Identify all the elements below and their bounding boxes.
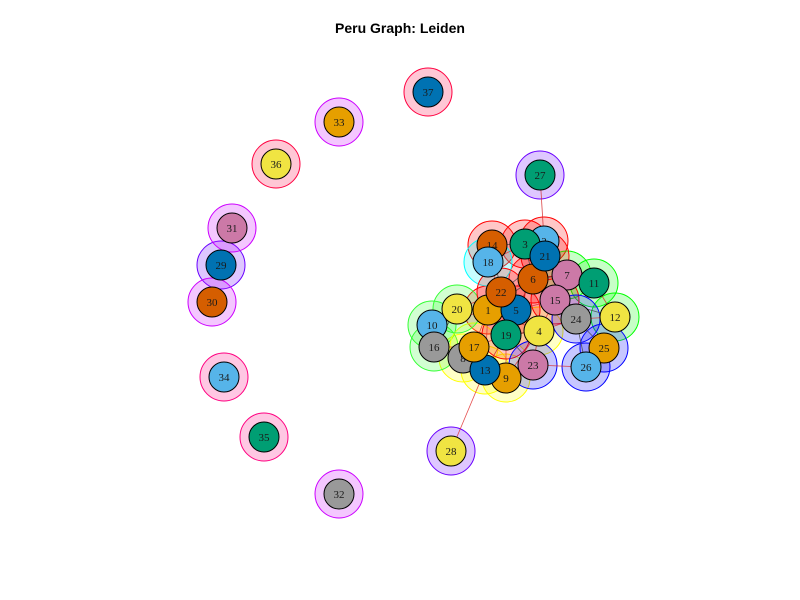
node-label-9: 9 xyxy=(503,373,509,385)
node-label-31: 31 xyxy=(227,223,238,235)
node-32[interactable]: 32 xyxy=(323,478,355,510)
node-label-23: 23 xyxy=(528,360,540,372)
node-label-4: 4 xyxy=(536,326,542,338)
node-label-34: 34 xyxy=(219,372,231,384)
node-label-7: 7 xyxy=(564,270,570,282)
node-circle-17 xyxy=(458,331,490,363)
node-25[interactable]: 25 xyxy=(588,332,620,364)
node-6[interactable]: 6 xyxy=(517,263,549,295)
node-label-3: 3 xyxy=(522,239,528,251)
node-label-1: 1 xyxy=(485,305,491,317)
node-33[interactable]: 33 xyxy=(323,106,355,138)
node-circle-15 xyxy=(539,284,571,316)
node-circle-36 xyxy=(260,148,292,180)
node-label-5: 5 xyxy=(513,305,519,317)
node-23[interactable]: 23 xyxy=(517,349,549,381)
node-label-28: 28 xyxy=(446,446,458,458)
node-26[interactable]: 26 xyxy=(570,351,602,383)
node-circle-27 xyxy=(524,159,556,191)
node-label-20: 20 xyxy=(452,304,464,316)
node-36[interactable]: 36 xyxy=(260,148,292,180)
node-circle-16 xyxy=(418,331,450,363)
node-circle-25 xyxy=(588,332,620,364)
node-label-16: 16 xyxy=(429,342,441,354)
community-halos xyxy=(187,67,640,519)
node-label-35: 35 xyxy=(259,432,271,444)
node-circle-31 xyxy=(216,212,248,244)
node-label-25: 25 xyxy=(599,343,611,355)
node-34[interactable]: 34 xyxy=(208,361,240,393)
node-circle-19 xyxy=(490,319,522,351)
node-circle-4 xyxy=(523,315,555,347)
node-circle-30 xyxy=(196,286,228,318)
node-label-26: 26 xyxy=(581,362,593,374)
node-31[interactable]: 31 xyxy=(216,212,248,244)
node-11[interactable]: 11 xyxy=(578,267,610,299)
node-label-21: 21 xyxy=(540,251,551,263)
node-circle-37 xyxy=(412,76,444,108)
node-label-30: 30 xyxy=(207,297,219,309)
node-circle-28 xyxy=(435,435,467,467)
node-35[interactable]: 35 xyxy=(248,421,280,453)
node-label-15: 15 xyxy=(550,295,562,307)
node-label-14: 14 xyxy=(487,240,499,252)
node-28[interactable]: 28 xyxy=(435,435,467,467)
graph-title: Peru Graph: Leiden xyxy=(335,20,465,36)
node-circle-11 xyxy=(578,267,610,299)
node-17[interactable]: 17 xyxy=(458,331,490,363)
node-label-37: 37 xyxy=(423,87,435,99)
node-label-33: 33 xyxy=(334,117,346,129)
node-circle-20 xyxy=(441,293,473,325)
node-22[interactable]: 22 xyxy=(485,276,517,308)
node-label-36: 36 xyxy=(271,159,283,171)
node-label-24: 24 xyxy=(571,314,583,326)
node-37[interactable]: 37 xyxy=(412,76,444,108)
node-circle-18 xyxy=(472,246,504,278)
node-label-8: 8 xyxy=(460,353,466,365)
node-label-13: 13 xyxy=(480,365,492,377)
node-label-19: 19 xyxy=(501,330,513,342)
node-16[interactable]: 16 xyxy=(418,331,450,363)
node-circle-33 xyxy=(323,106,355,138)
node-circle-34 xyxy=(208,361,240,393)
node-label-18: 18 xyxy=(483,257,495,269)
node-label-32: 32 xyxy=(334,489,345,501)
node-21[interactable]: 21 xyxy=(529,240,561,272)
node-4[interactable]: 4 xyxy=(523,315,555,347)
node-label-22: 22 xyxy=(496,287,507,299)
node-label-29: 29 xyxy=(216,260,228,272)
node-19[interactable]: 19 xyxy=(490,319,522,351)
node-label-11: 11 xyxy=(589,278,600,290)
graph-nodes: 1234567891011121314151617181920212223242… xyxy=(196,76,631,510)
node-20[interactable]: 20 xyxy=(441,293,473,325)
node-circle-21 xyxy=(529,240,561,272)
node-circle-32 xyxy=(323,478,355,510)
node-18[interactable]: 18 xyxy=(472,246,504,278)
node-circle-29 xyxy=(205,249,237,281)
node-circle-23 xyxy=(517,349,549,381)
node-30[interactable]: 30 xyxy=(196,286,228,318)
node-label-27: 27 xyxy=(535,170,547,182)
node-29[interactable]: 29 xyxy=(205,249,237,281)
node-15[interactable]: 15 xyxy=(539,284,571,316)
node-label-17: 17 xyxy=(469,342,481,354)
node-label-10: 10 xyxy=(427,320,439,332)
node-24[interactable]: 24 xyxy=(560,303,592,335)
node-circle-24 xyxy=(560,303,592,335)
node-circle-12 xyxy=(599,301,631,333)
node-27[interactable]: 27 xyxy=(524,159,556,191)
node-label-12: 12 xyxy=(610,312,621,324)
node-circle-35 xyxy=(248,421,280,453)
node-label-6: 6 xyxy=(530,274,536,286)
node-circle-22 xyxy=(485,276,517,308)
node-12[interactable]: 12 xyxy=(599,301,631,333)
node-circle-26 xyxy=(570,351,602,383)
